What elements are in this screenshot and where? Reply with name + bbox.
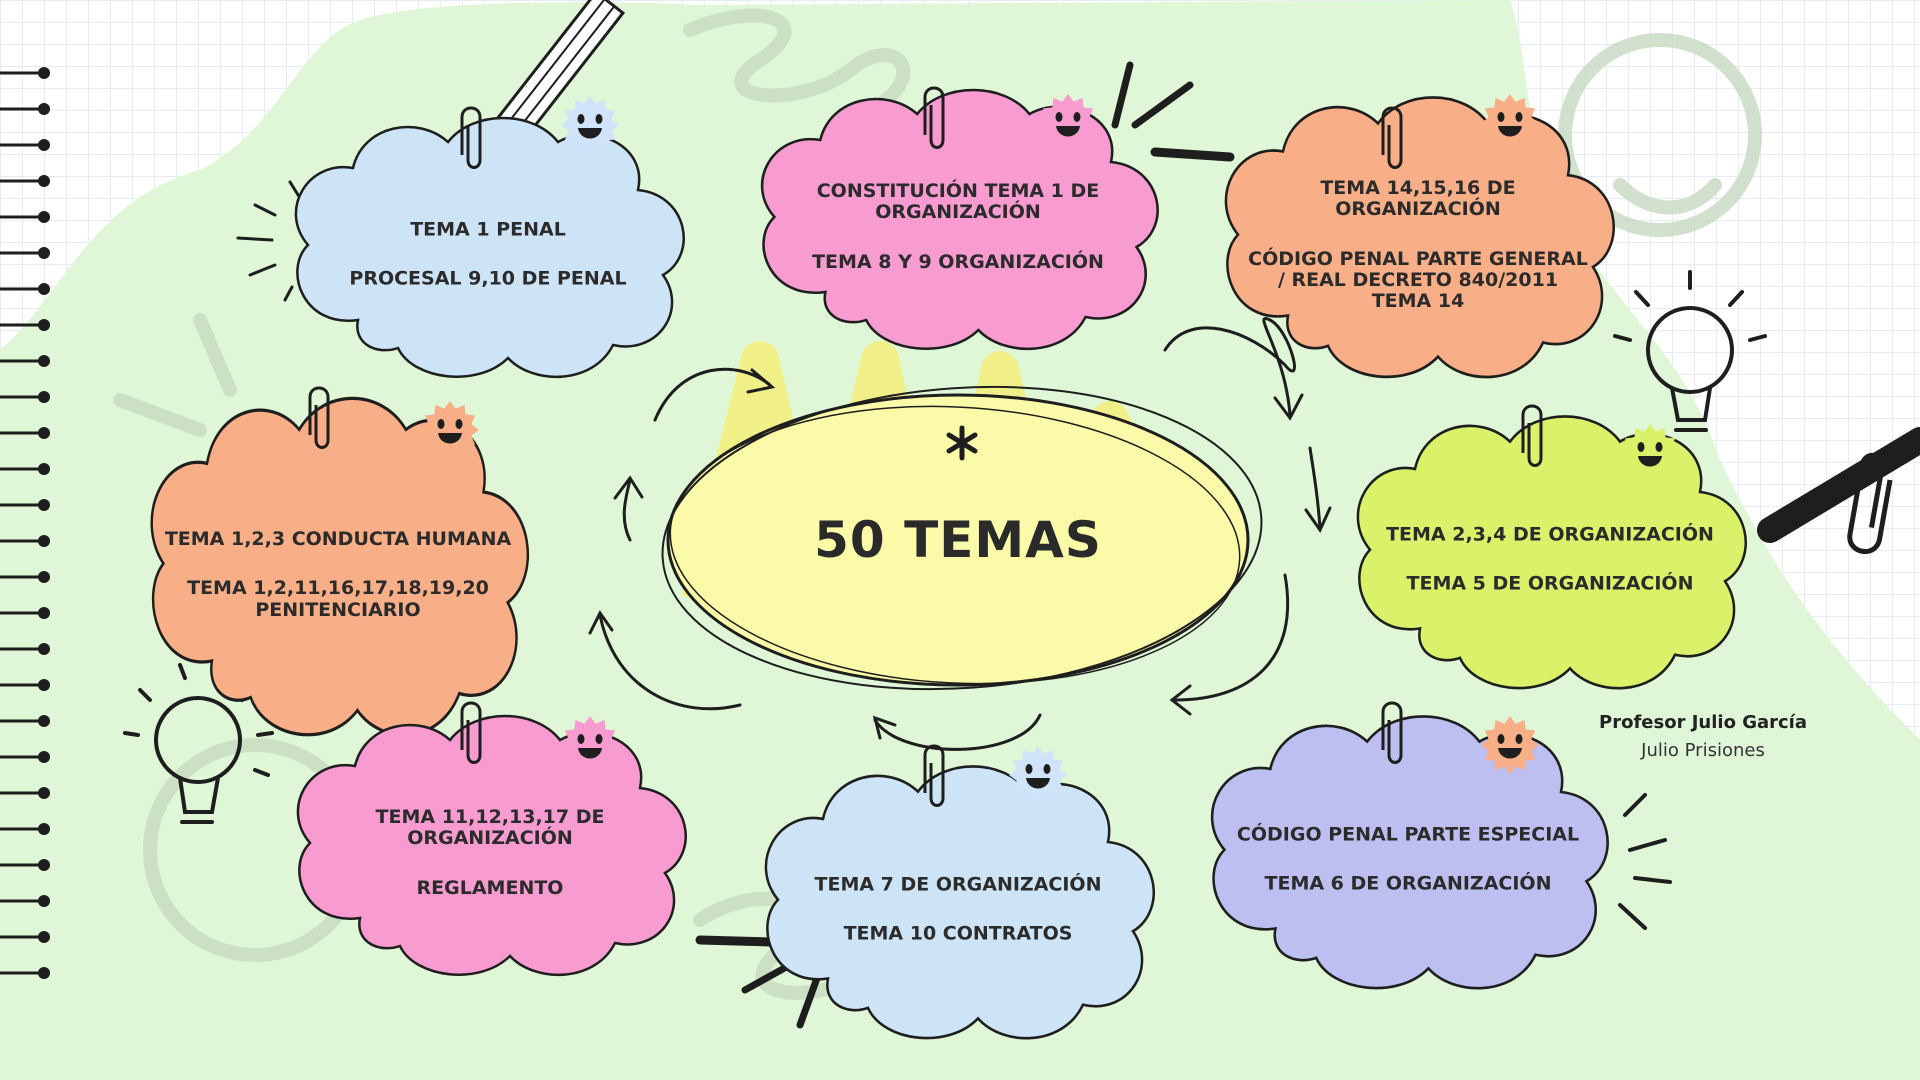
cloud-line: REGLAMENTO — [416, 876, 564, 899]
paperclip-icon — [460, 701, 482, 764]
notebook-binding — [0, 67, 50, 979]
cycle-arrows — [588, 317, 1332, 751]
cloud-line: TEMA 8 Y 9 ORGANIZACIÓN — [812, 250, 1104, 273]
cloud-line: TEMA 5 DE ORGANIZACIÓN — [1406, 573, 1694, 595]
cloud-line: ORGANIZACIÓN — [407, 827, 573, 850]
cloud-line: TEMA 1 PENAL — [410, 218, 566, 241]
cloud-line: ORGANIZACIÓN — [875, 201, 1041, 224]
paperclip-icon — [1381, 106, 1403, 169]
paperclip-icon — [308, 386, 330, 449]
center-ellipse-scribble-2 — [669, 405, 1241, 685]
cloud-line: CONSTITUCIÓN TEMA 1 DE — [816, 180, 1100, 203]
cloud-line: TEMA 7 DE ORGANIZACIÓN — [814, 873, 1102, 896]
ink-strokes — [236, 61, 1920, 1029]
cloud-tema-7-10-text: TEMA 7 DE ORGANIZACIÓN TEMA 10 CONTRATOS — [814, 873, 1102, 946]
cloud-line: TEMA 1,2,11,16,17,18,19,20 — [187, 577, 489, 600]
cloud-line: TEMA 10 CONTRATOS — [843, 923, 1073, 945]
smiley-star-icon — [1481, 94, 1539, 152]
author-name: Profesor Julio García — [1599, 712, 1807, 733]
lightbulb-icon — [1613, 270, 1767, 432]
cloud-line: TEMA 14,15,16 DE — [1320, 176, 1516, 199]
cloud-tema-1-penal-text: TEMA 1 PENAL PROCESAL 9,10 DE PENAL — [349, 218, 627, 291]
cloud-line: / REAL DECRETO 840/2011 — [1277, 268, 1559, 291]
center-ellipse — [666, 393, 1250, 687]
cloud-conducta-humana-text: TEMA 1,2,3 CONDUCTA HUMANA TEMA 1,2,11,16… — [164, 528, 512, 621]
paperclip-icon — [460, 106, 482, 169]
paperclip-icon — [1847, 453, 1893, 554]
smiley-star-icon — [1009, 746, 1067, 804]
cloud-line: PROCESAL 9,10 DE PENAL — [349, 268, 627, 290]
cloud-line: PENITENCIARIO — [255, 598, 421, 621]
cloud-line: CÓDIGO PENAL PARTE ESPECIAL — [1236, 823, 1580, 846]
cloud-codigo-penal-especial-text: CÓDIGO PENAL PARTE ESPECIAL TEMA 6 DE ORG… — [1236, 823, 1580, 896]
smiley-star-icon — [561, 96, 619, 154]
center-title: 50 TEMAS — [814, 511, 1102, 569]
cloud-tema-2-3-4-text: TEMA 2,3,4 DE ORGANIZACIÓN TEMA 5 DE ORGA… — [1386, 523, 1714, 596]
paperclip-icon — [923, 744, 945, 807]
cloud-line: TEMA 1,2,3 CONDUCTA HUMANA — [164, 528, 512, 551]
paperclip-icon — [1521, 404, 1543, 467]
author-organization: Julio Prisiones — [1641, 740, 1765, 761]
author-block: Profesor Julio García Julio Prisiones — [1599, 712, 1807, 761]
smiley-star-icon — [421, 401, 479, 459]
smiley-star-icon — [1621, 424, 1679, 482]
center-ellipse-scribble — [661, 385, 1263, 691]
paperclip-icon — [1381, 701, 1403, 764]
paperclip-icon — [923, 86, 945, 149]
cloud-line: ORGANIZACIÓN — [1335, 198, 1501, 221]
asterisk-icon — [946, 425, 978, 461]
smiley-star-icon — [1481, 716, 1539, 774]
cloud-line: TEMA 11,12,13,17 DE — [375, 806, 605, 829]
cloud-line: TEMA 2,3,4 DE ORGANIZACIÓN — [1386, 523, 1714, 546]
smiley-star-icon — [1039, 94, 1097, 152]
cloud-line: TEMA 14 — [1371, 289, 1465, 312]
cloud-line: TEMA 6 DE ORGANIZACIÓN — [1264, 873, 1552, 895]
smiley-star-icon — [561, 716, 619, 774]
cloud-line: CÓDIGO PENAL PARTE GENERAL — [1248, 247, 1588, 270]
